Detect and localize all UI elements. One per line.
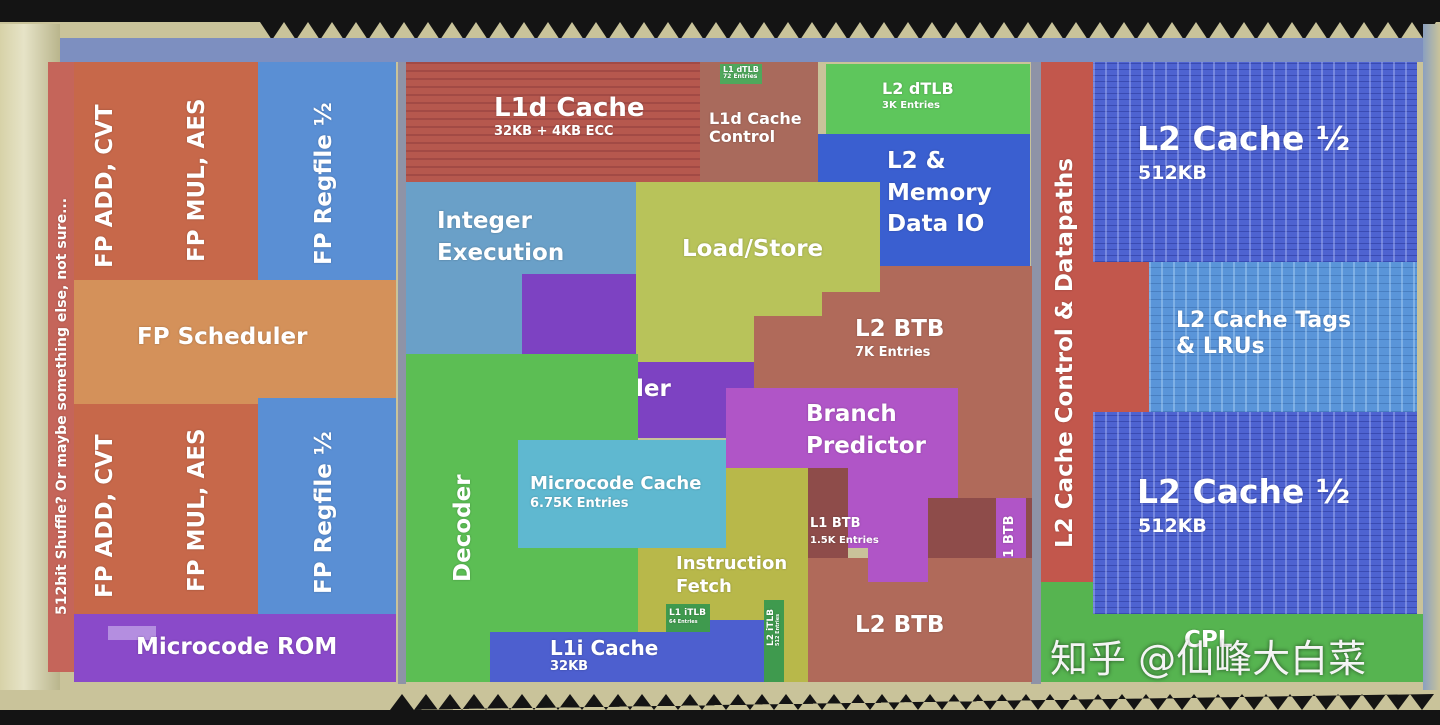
l1-btb-block bbox=[808, 468, 848, 558]
scheduler-block bbox=[522, 274, 636, 364]
microcode-rom-block bbox=[74, 614, 396, 682]
branch-predictor-block bbox=[726, 388, 958, 468]
fp-regfile-top-block bbox=[258, 62, 396, 280]
wiring-gap-1 bbox=[398, 48, 406, 684]
cpl-block-2 bbox=[1093, 614, 1423, 682]
fp-add-cvt-bottom-label: FP ADD, CVT bbox=[92, 434, 118, 598]
fp-mul-aes-top-block bbox=[136, 62, 260, 280]
watermark: 知乎 @仙峰大白菜 bbox=[1050, 637, 1367, 681]
l2-btb-top-block-2 bbox=[822, 292, 882, 390]
l2-dtlb-block bbox=[826, 64, 1030, 134]
l1-btb-entries-label: 1.5K Entries bbox=[810, 535, 879, 546]
l1-btb-main-label: L1 BTB bbox=[810, 516, 861, 531]
l1d-cache-label: L1d Cache bbox=[494, 93, 645, 123]
fp-regfile-bottom-label: FP Regfile ½ bbox=[311, 431, 337, 594]
shuffle-block bbox=[48, 62, 74, 672]
l2-cache-half-bottom-label: L2 Cache ½ bbox=[1137, 472, 1351, 511]
l1d-cache-block bbox=[406, 62, 702, 182]
l2-cache-half-top-block bbox=[1093, 62, 1417, 262]
microcode-rom-pad bbox=[108, 626, 156, 640]
fp-add-cvt-bottom-block bbox=[74, 404, 136, 614]
load-store-label: Load/Store bbox=[682, 236, 824, 262]
l2-btb-top-entries-label: 7K Entries bbox=[855, 345, 931, 360]
l2-itlb-block bbox=[764, 600, 784, 682]
microcode-cache-block bbox=[518, 440, 726, 548]
die-edge-top bbox=[0, 0, 1440, 40]
fp-scheduler-label: FP Scheduler bbox=[137, 324, 308, 350]
wiring-gap-2 bbox=[1031, 48, 1041, 684]
l2-memory-data-io-label: L2 & Memory Data IO bbox=[887, 148, 992, 238]
l2-cache-control-label: L2 Cache Control & Datapaths bbox=[1052, 157, 1078, 548]
cpl-label: CPL bbox=[1184, 627, 1233, 653]
l1-dtlb-block bbox=[720, 64, 762, 84]
l2-cache-control-block-2 bbox=[1093, 262, 1149, 412]
microcode-rom-label: Microcode ROM bbox=[136, 634, 338, 660]
l2-cache-half-bottom-size-label: 512KB bbox=[1138, 515, 1207, 537]
branch-predictor-label: Branch Predictor bbox=[806, 401, 926, 459]
fp-regfile-top-label: FP Regfile ½ bbox=[311, 102, 337, 265]
l1d-cache-size-label: 32KB + 4KB ECC bbox=[494, 124, 614, 139]
cpl-block bbox=[1041, 582, 1093, 682]
l2-cache-tags-label: L2 Cache Tags & LRUs bbox=[1176, 308, 1352, 359]
l2-btb-top-block-3 bbox=[754, 316, 824, 388]
l2-cache-half-bottom-block bbox=[1093, 412, 1417, 614]
l1-dtlb-entries-label: 72 Entries bbox=[723, 73, 758, 80]
l2-itlb-entries-label: 512 Entries bbox=[775, 613, 781, 646]
l1d-cache-control-label: L1d Cache Control bbox=[709, 109, 802, 147]
l1i-cache-size-label: 32KB bbox=[550, 659, 589, 674]
l1-itlb-entries-label: 64 Entries bbox=[669, 619, 698, 625]
fp-add-cvt-top-label: FP ADD, CVT bbox=[92, 104, 118, 268]
microcode-cache-entries-label: 6.75K Entries bbox=[530, 496, 629, 511]
shuffle-note-label: 512bit Shuffle? Or maybe something else,… bbox=[54, 197, 70, 615]
l1-itlb-label: L1 iTLB bbox=[669, 608, 706, 618]
fp-regfile-bottom-block bbox=[258, 398, 396, 614]
top-wiring bbox=[60, 38, 1430, 62]
l2-cache-half-top-size-label: 512KB bbox=[1138, 162, 1207, 184]
instruction-fetch-block-2 bbox=[726, 468, 808, 550]
instruction-fetch-label: Instruction Fetch bbox=[676, 553, 788, 597]
fp-scheduler-block bbox=[74, 280, 396, 404]
l2-cache-half-top-label: L2 Cache ½ bbox=[1137, 119, 1351, 158]
l1i-cache-label: L1i Cache bbox=[550, 636, 659, 660]
bare-silicon-right bbox=[1423, 24, 1440, 690]
l2-dtlb-entries-label: 3K Entries bbox=[882, 100, 941, 111]
l2-cache-control-block bbox=[1041, 62, 1093, 612]
l2-btb-bottom-label: L2 BTB bbox=[855, 612, 945, 638]
l2-btb-bottom-notch bbox=[868, 546, 928, 582]
fp-mul-aes-bottom-label: FP MUL, AES bbox=[184, 428, 210, 592]
l1-dtlb-label: L1 dTLB bbox=[723, 65, 759, 74]
microcode-cache-label: Microcode Cache bbox=[530, 473, 702, 494]
fp-mul-aes-bottom-block bbox=[136, 404, 260, 614]
l2-cache-tags-block bbox=[1149, 262, 1417, 412]
l1-itlb-block bbox=[666, 604, 710, 632]
l2-btb-top-label: L2 BTB bbox=[855, 316, 945, 342]
integer-execution-label: Integer Execution bbox=[437, 208, 565, 266]
l1i-cache-block-2 bbox=[710, 620, 764, 682]
l2-dtlb-label: L2 dTLB bbox=[882, 79, 954, 98]
die-edge-bottom bbox=[0, 694, 1440, 725]
decoder-label: Decoder bbox=[450, 474, 476, 582]
fp-add-cvt-top-block bbox=[74, 62, 136, 280]
fp-mul-aes-top-label: FP MUL, AES bbox=[184, 98, 210, 262]
